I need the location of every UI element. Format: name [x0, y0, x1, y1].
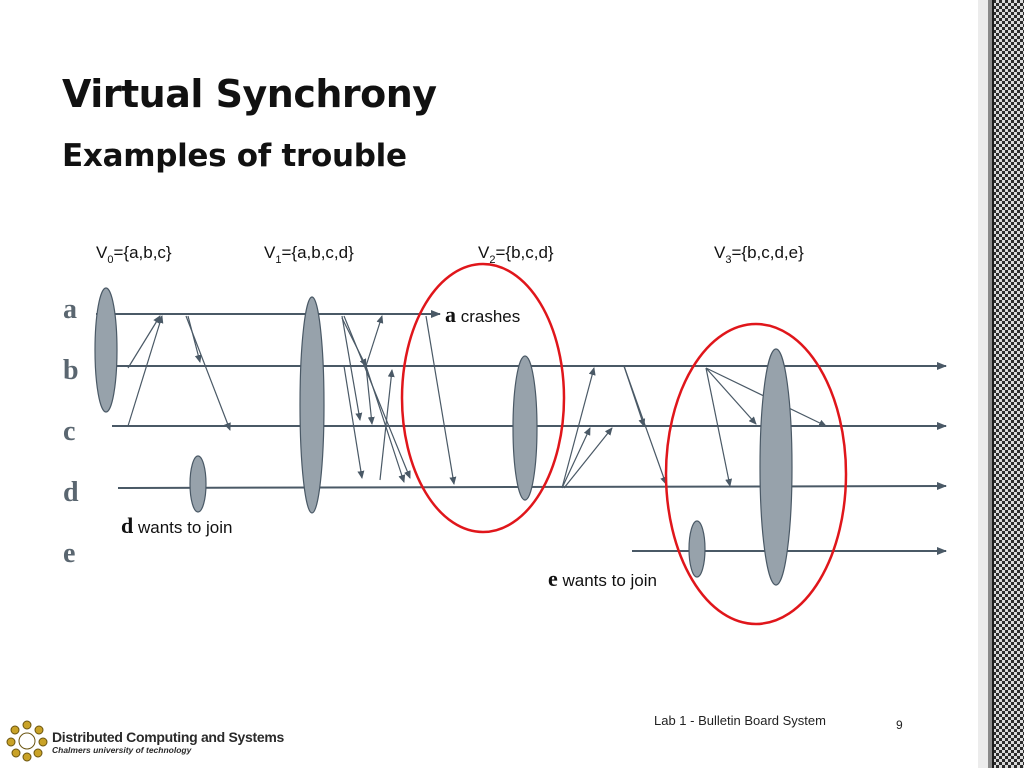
- message-arrow: [127, 315, 164, 427]
- slide-subtitle: Examples of trouble: [62, 138, 407, 174]
- process-label-b: b: [63, 355, 79, 386]
- message-arrow: [705, 367, 733, 487]
- process-label-c: c: [63, 416, 75, 447]
- view-label-v2: V2={b,c,d}: [478, 243, 554, 266]
- view-change-ellipse-v1: [299, 296, 325, 514]
- view-label-v0: V0={a,b,c}: [96, 243, 172, 266]
- message-arrow: [341, 315, 363, 421]
- chalmers-dcs-logo-icon: [6, 720, 48, 762]
- message-arrow: [561, 367, 596, 489]
- view-change-ellipse-v3: [759, 348, 793, 586]
- trouble-highlight-circle-2: [664, 322, 848, 626]
- process-label-d: d: [63, 477, 79, 508]
- view-change-ellipse-v2: [512, 355, 538, 501]
- decorative-side-stripe: [978, 0, 1024, 768]
- page-number: 9: [896, 718, 903, 732]
- message-arrow: [365, 365, 375, 425]
- message-arrow: [343, 315, 411, 479]
- message-arrow: [365, 365, 406, 483]
- org-name: Distributed Computing and Systems: [52, 729, 285, 745]
- message-arrow: [563, 427, 613, 489]
- message-arrow: [379, 369, 395, 481]
- view-label-v1: V1={a,b,c,d}: [264, 243, 354, 266]
- message-arrow: [425, 315, 457, 485]
- process-label-e: e: [63, 538, 75, 569]
- message-arrow: [341, 317, 367, 367]
- annotation-d-wants-to-join: d wants to join: [121, 513, 232, 538]
- org-subtitle: Chalmers university of technology: [52, 745, 192, 755]
- virtual-synchrony-diagram: V0={a,b,c} V1={a,b,c,d} V2={b,c,d} V3={b…: [63, 243, 947, 626]
- message-arrow: [365, 315, 384, 367]
- process-label-a: a: [63, 294, 77, 325]
- join-request-ellipse-e: [688, 520, 706, 578]
- join-request-ellipse-d: [189, 455, 207, 513]
- view-change-ellipse-v0: [94, 287, 118, 413]
- slide-title: Virtual Synchrony: [62, 72, 437, 116]
- view-label-v3: V3={b,c,d,e}: [714, 243, 804, 266]
- trouble-highlight-circle-1: [400, 262, 566, 534]
- annotation-a-crashes: a crashes: [445, 302, 520, 327]
- message-arrow: [705, 367, 757, 425]
- annotation-e-wants-to-join: e wants to join: [548, 566, 657, 591]
- message-arrow: [127, 315, 161, 369]
- message-arrow: [623, 365, 667, 485]
- message-arrow: [343, 365, 365, 479]
- footer-lab-title: Lab 1 - Bulletin Board System: [654, 713, 826, 728]
- message-arrow: [561, 427, 591, 489]
- message-arrow: [187, 315, 202, 363]
